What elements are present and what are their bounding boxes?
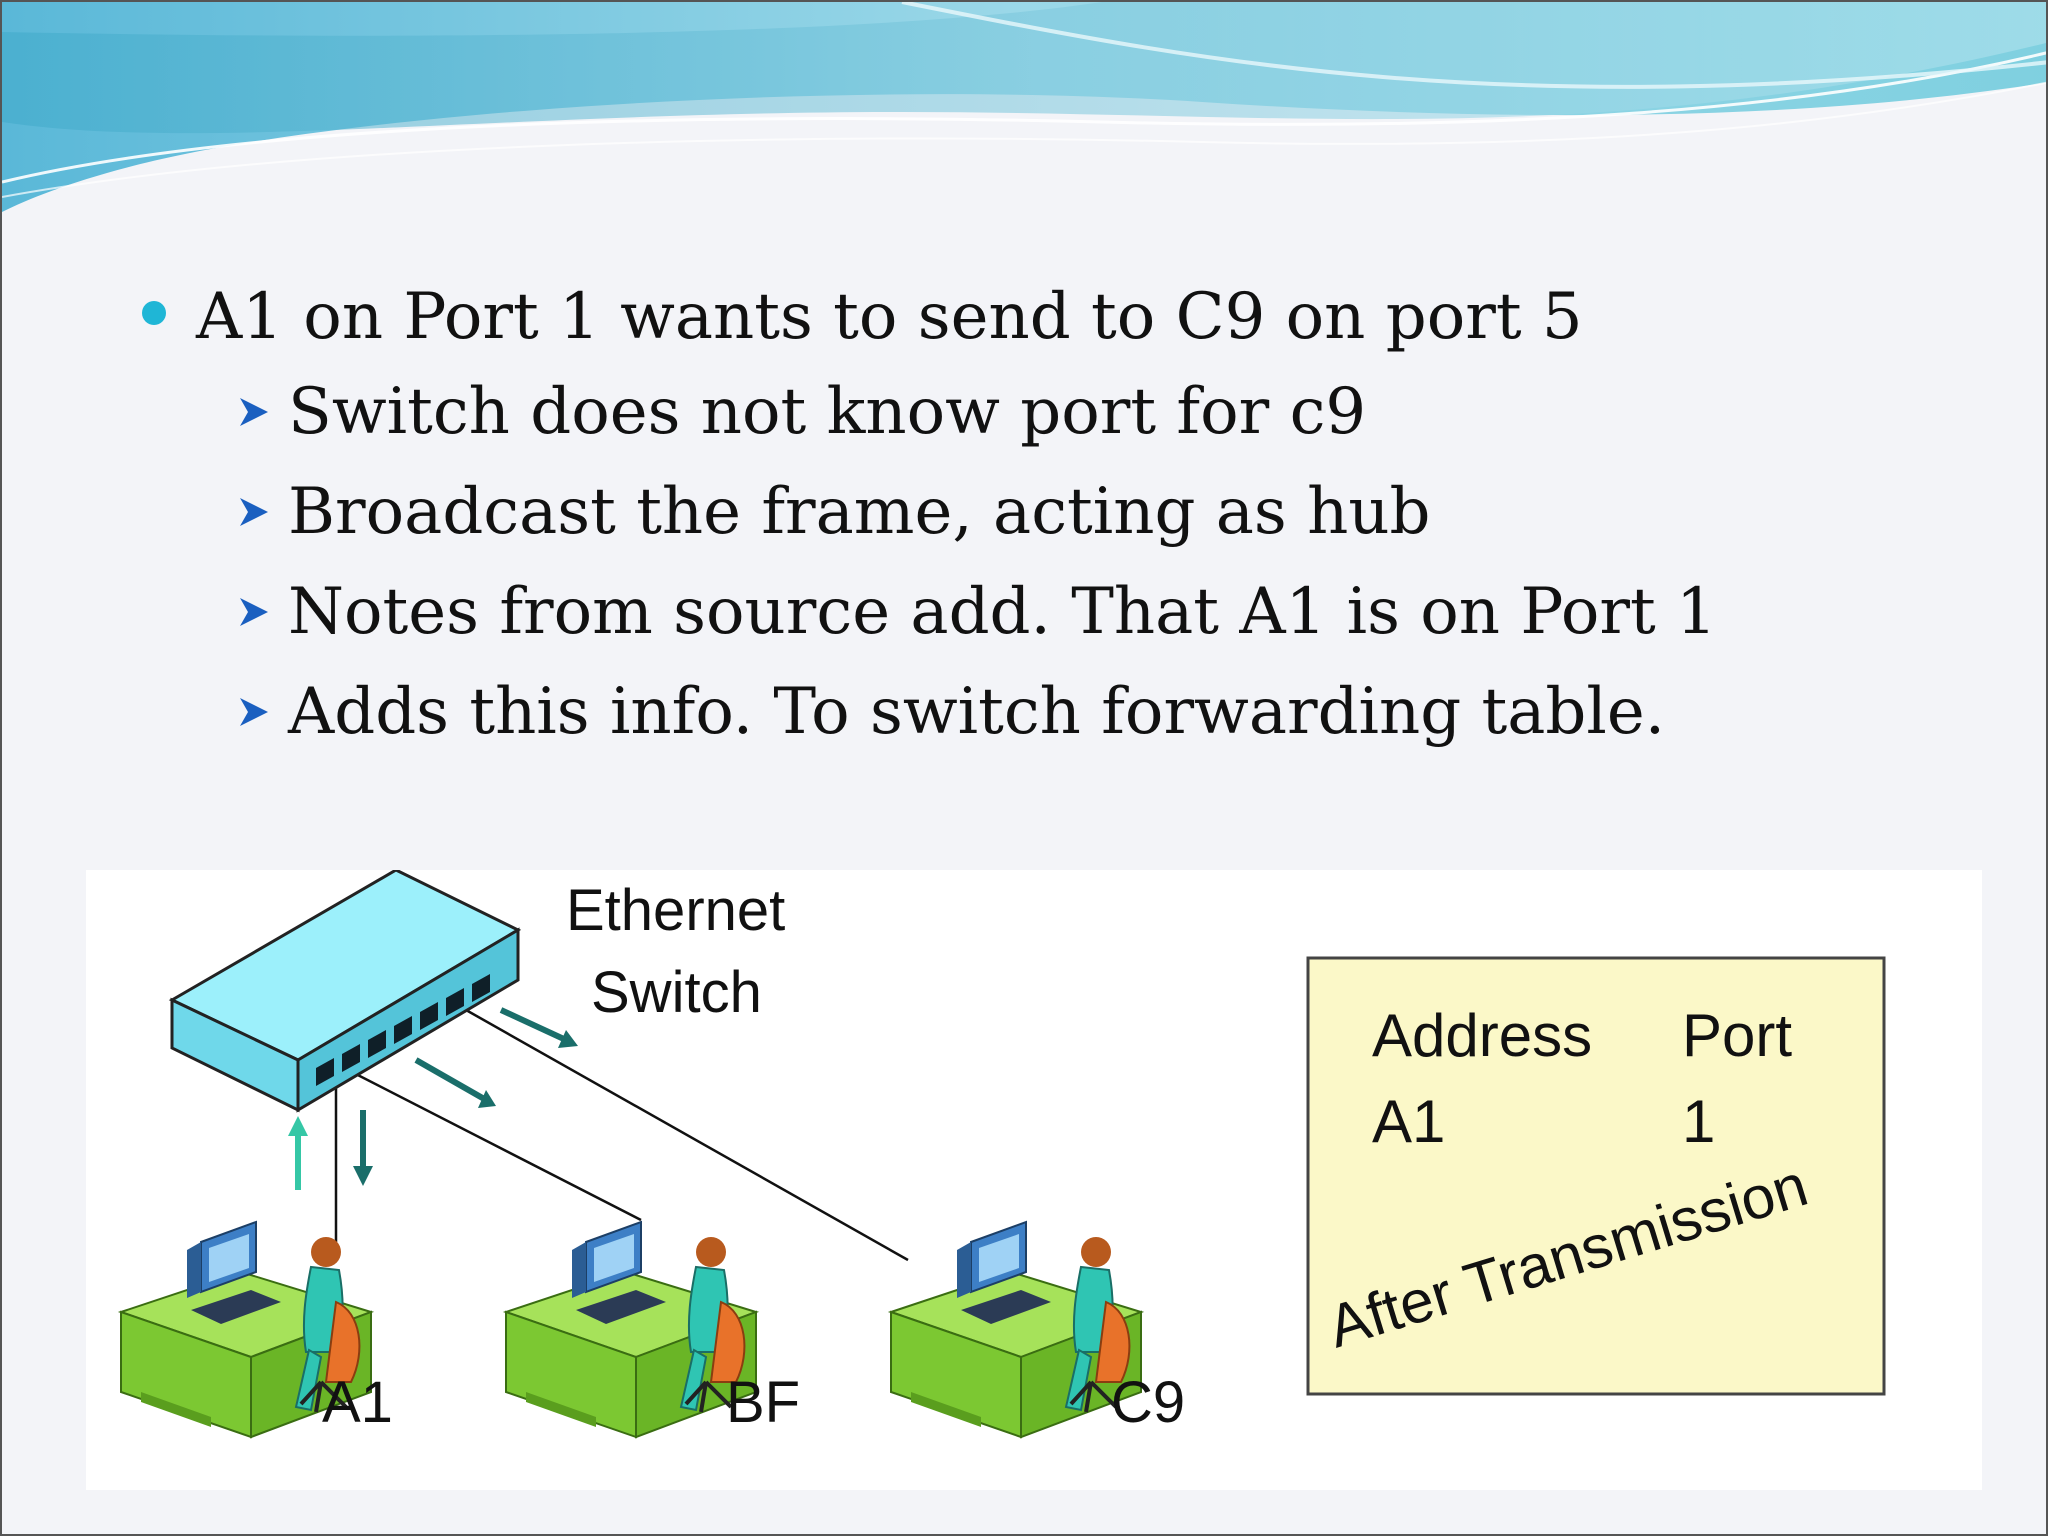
table-cell-address: A1: [1372, 1088, 1445, 1155]
cable-bf: [347, 1068, 642, 1222]
sub-bullet-text: Notes from source add. That A1 is on Por…: [288, 575, 1717, 649]
ethernet-switch-icon: [168, 870, 522, 1113]
arrow-bullet-icon: [240, 398, 268, 426]
workstation-c9-icon: [889, 1220, 1143, 1439]
bullet-item: A1 on Port 1 wants to send to C9 on port…: [142, 272, 1942, 362]
sub-bullet-item: Switch does not know port for c9: [234, 362, 1942, 462]
network-diagram: Ethernet Switch A1 BF C9 Address Port A1…: [86, 870, 1982, 1490]
sub-bullet-item: Adds this info. To switch forwarding tab…: [234, 662, 1942, 762]
switch-label-line2: Switch: [591, 960, 762, 1025]
arrow-bullet-icon: [240, 498, 268, 526]
table-cell-port: 1: [1682, 1088, 1715, 1155]
traffic-arrows: [288, 1007, 578, 1190]
forwarding-table: Address Port A1 1 After Transmission: [1306, 956, 1886, 1396]
bullet-list: A1 on Port 1 wants to send to C9 on port…: [142, 272, 1942, 762]
bullet-dot-icon: [142, 301, 166, 325]
bullet-text: A1 on Port 1 wants to send to C9 on port…: [196, 280, 1583, 354]
arrow-bullet-icon: [240, 698, 268, 726]
host-label-bf: BF: [726, 1370, 800, 1435]
cable-c9: [465, 1008, 909, 1262]
table-header-port: Port: [1682, 1002, 1792, 1069]
sub-bullet-text: Broadcast the frame, acting as hub: [288, 475, 1431, 549]
flood-arrow-bf-icon: [414, 1057, 488, 1103]
workstation-bf-icon: [504, 1220, 758, 1439]
sub-bullet-item: Broadcast the frame, acting as hub: [234, 462, 1942, 562]
host-label-c9: C9: [1111, 1370, 1185, 1435]
switch-label-line1: Ethernet: [566, 878, 785, 943]
table-header-address: Address: [1372, 1002, 1592, 1069]
host-label-a1: A1: [322, 1370, 393, 1435]
network-diagram-svg: Ethernet Switch A1 BF C9 Address Port A1…: [119, 870, 1886, 1439]
sub-bullet-item: Notes from source add. That A1 is on Por…: [234, 562, 1942, 662]
sub-bullet-text: Switch does not know port for c9: [288, 375, 1367, 449]
header-wave-decoration: [2, 2, 2046, 212]
arrow-bullet-icon: [240, 598, 268, 626]
sub-bullet-text: Adds this info. To switch forwarding tab…: [288, 675, 1666, 749]
flood-arrow-c9-icon: [499, 1007, 568, 1043]
